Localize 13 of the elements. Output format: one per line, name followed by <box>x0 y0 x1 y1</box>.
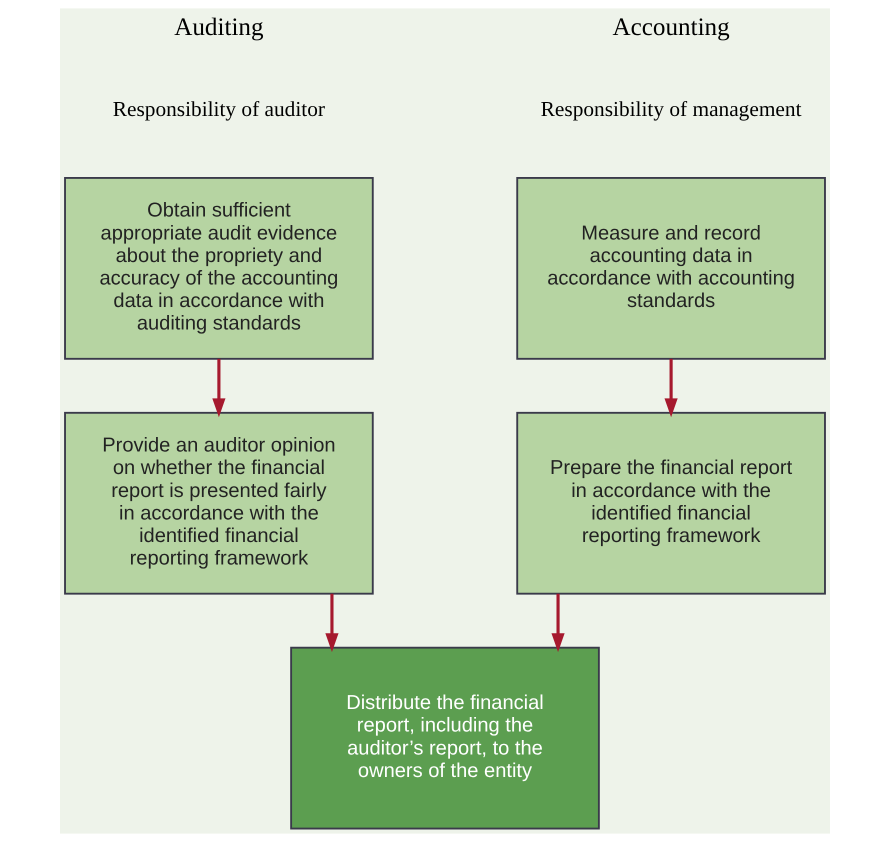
label: Responsibility of management <box>540 96 802 121</box>
node-box: Provide an auditor opinion on whether the financial report is presented fairly in accordance with the identified financial reporting framework <box>64 412 374 595</box>
label: Responsibility of auditor <box>112 96 326 121</box>
node-box: Measure and record accounting data in accordance with accounting standards <box>516 177 826 360</box>
arrow <box>212 358 226 418</box>
node-box: Prepare the financial report in accordance with the identified financial reporting framework <box>516 412 826 595</box>
label: Auditing <box>174 14 264 41</box>
arrow <box>325 594 339 652</box>
arrow <box>664 358 678 418</box>
arrow <box>551 594 565 652</box>
label: Accounting <box>612 14 730 41</box>
node-box: Obtain sufficient appropriate audit evidence about the propriety and accuracy of the accounting data in accordance with auditing standards <box>64 177 374 360</box>
node-box: Distribute the financial report, including the auditor’s report, to the owners of the entity <box>290 646 600 830</box>
